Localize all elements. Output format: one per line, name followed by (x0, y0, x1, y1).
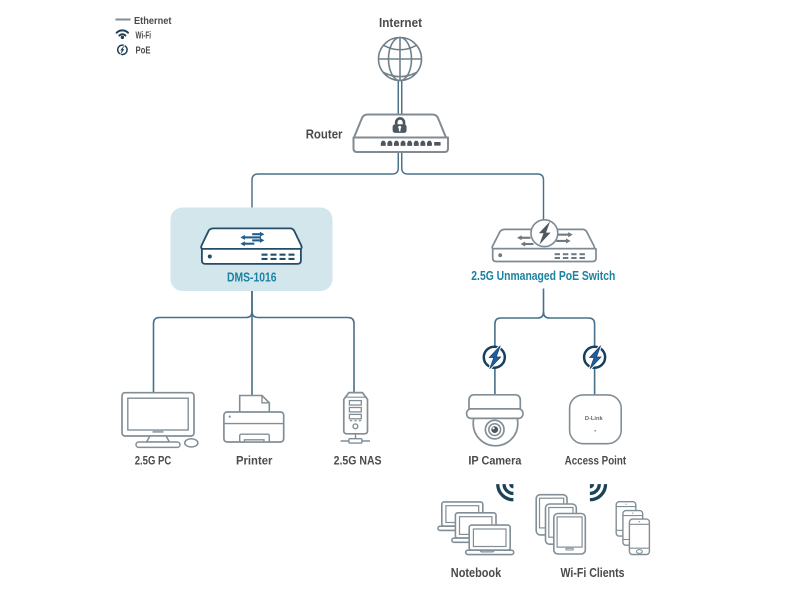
svg-text:Wi-Fi Clients: Wi-Fi Clients (561, 565, 625, 580)
svg-text:2.5G PC: 2.5G PC (135, 456, 172, 468)
svg-text:Wi-Fi: Wi-Fi (136, 29, 152, 41)
svg-text:Internet: Internet (379, 15, 423, 30)
svg-text:DMS-1016: DMS-1016 (227, 271, 277, 285)
svg-text:PoE: PoE (136, 44, 151, 56)
svg-text:Notebook: Notebook (451, 565, 502, 580)
svg-text:2.5G Unmanaged PoE Switch: 2.5G Unmanaged PoE Switch (471, 269, 615, 283)
svg-text:Ethernet: Ethernet (134, 15, 172, 27)
svg-text:Router: Router (306, 127, 343, 142)
svg-text:D-Link: D-Link (585, 416, 604, 422)
svg-text:Printer: Printer (236, 456, 273, 468)
svg-text:IP Camera: IP Camera (468, 456, 522, 468)
svg-text:2.5G NAS: 2.5G NAS (334, 456, 382, 468)
svg-text:Access Point: Access Point (565, 456, 627, 468)
